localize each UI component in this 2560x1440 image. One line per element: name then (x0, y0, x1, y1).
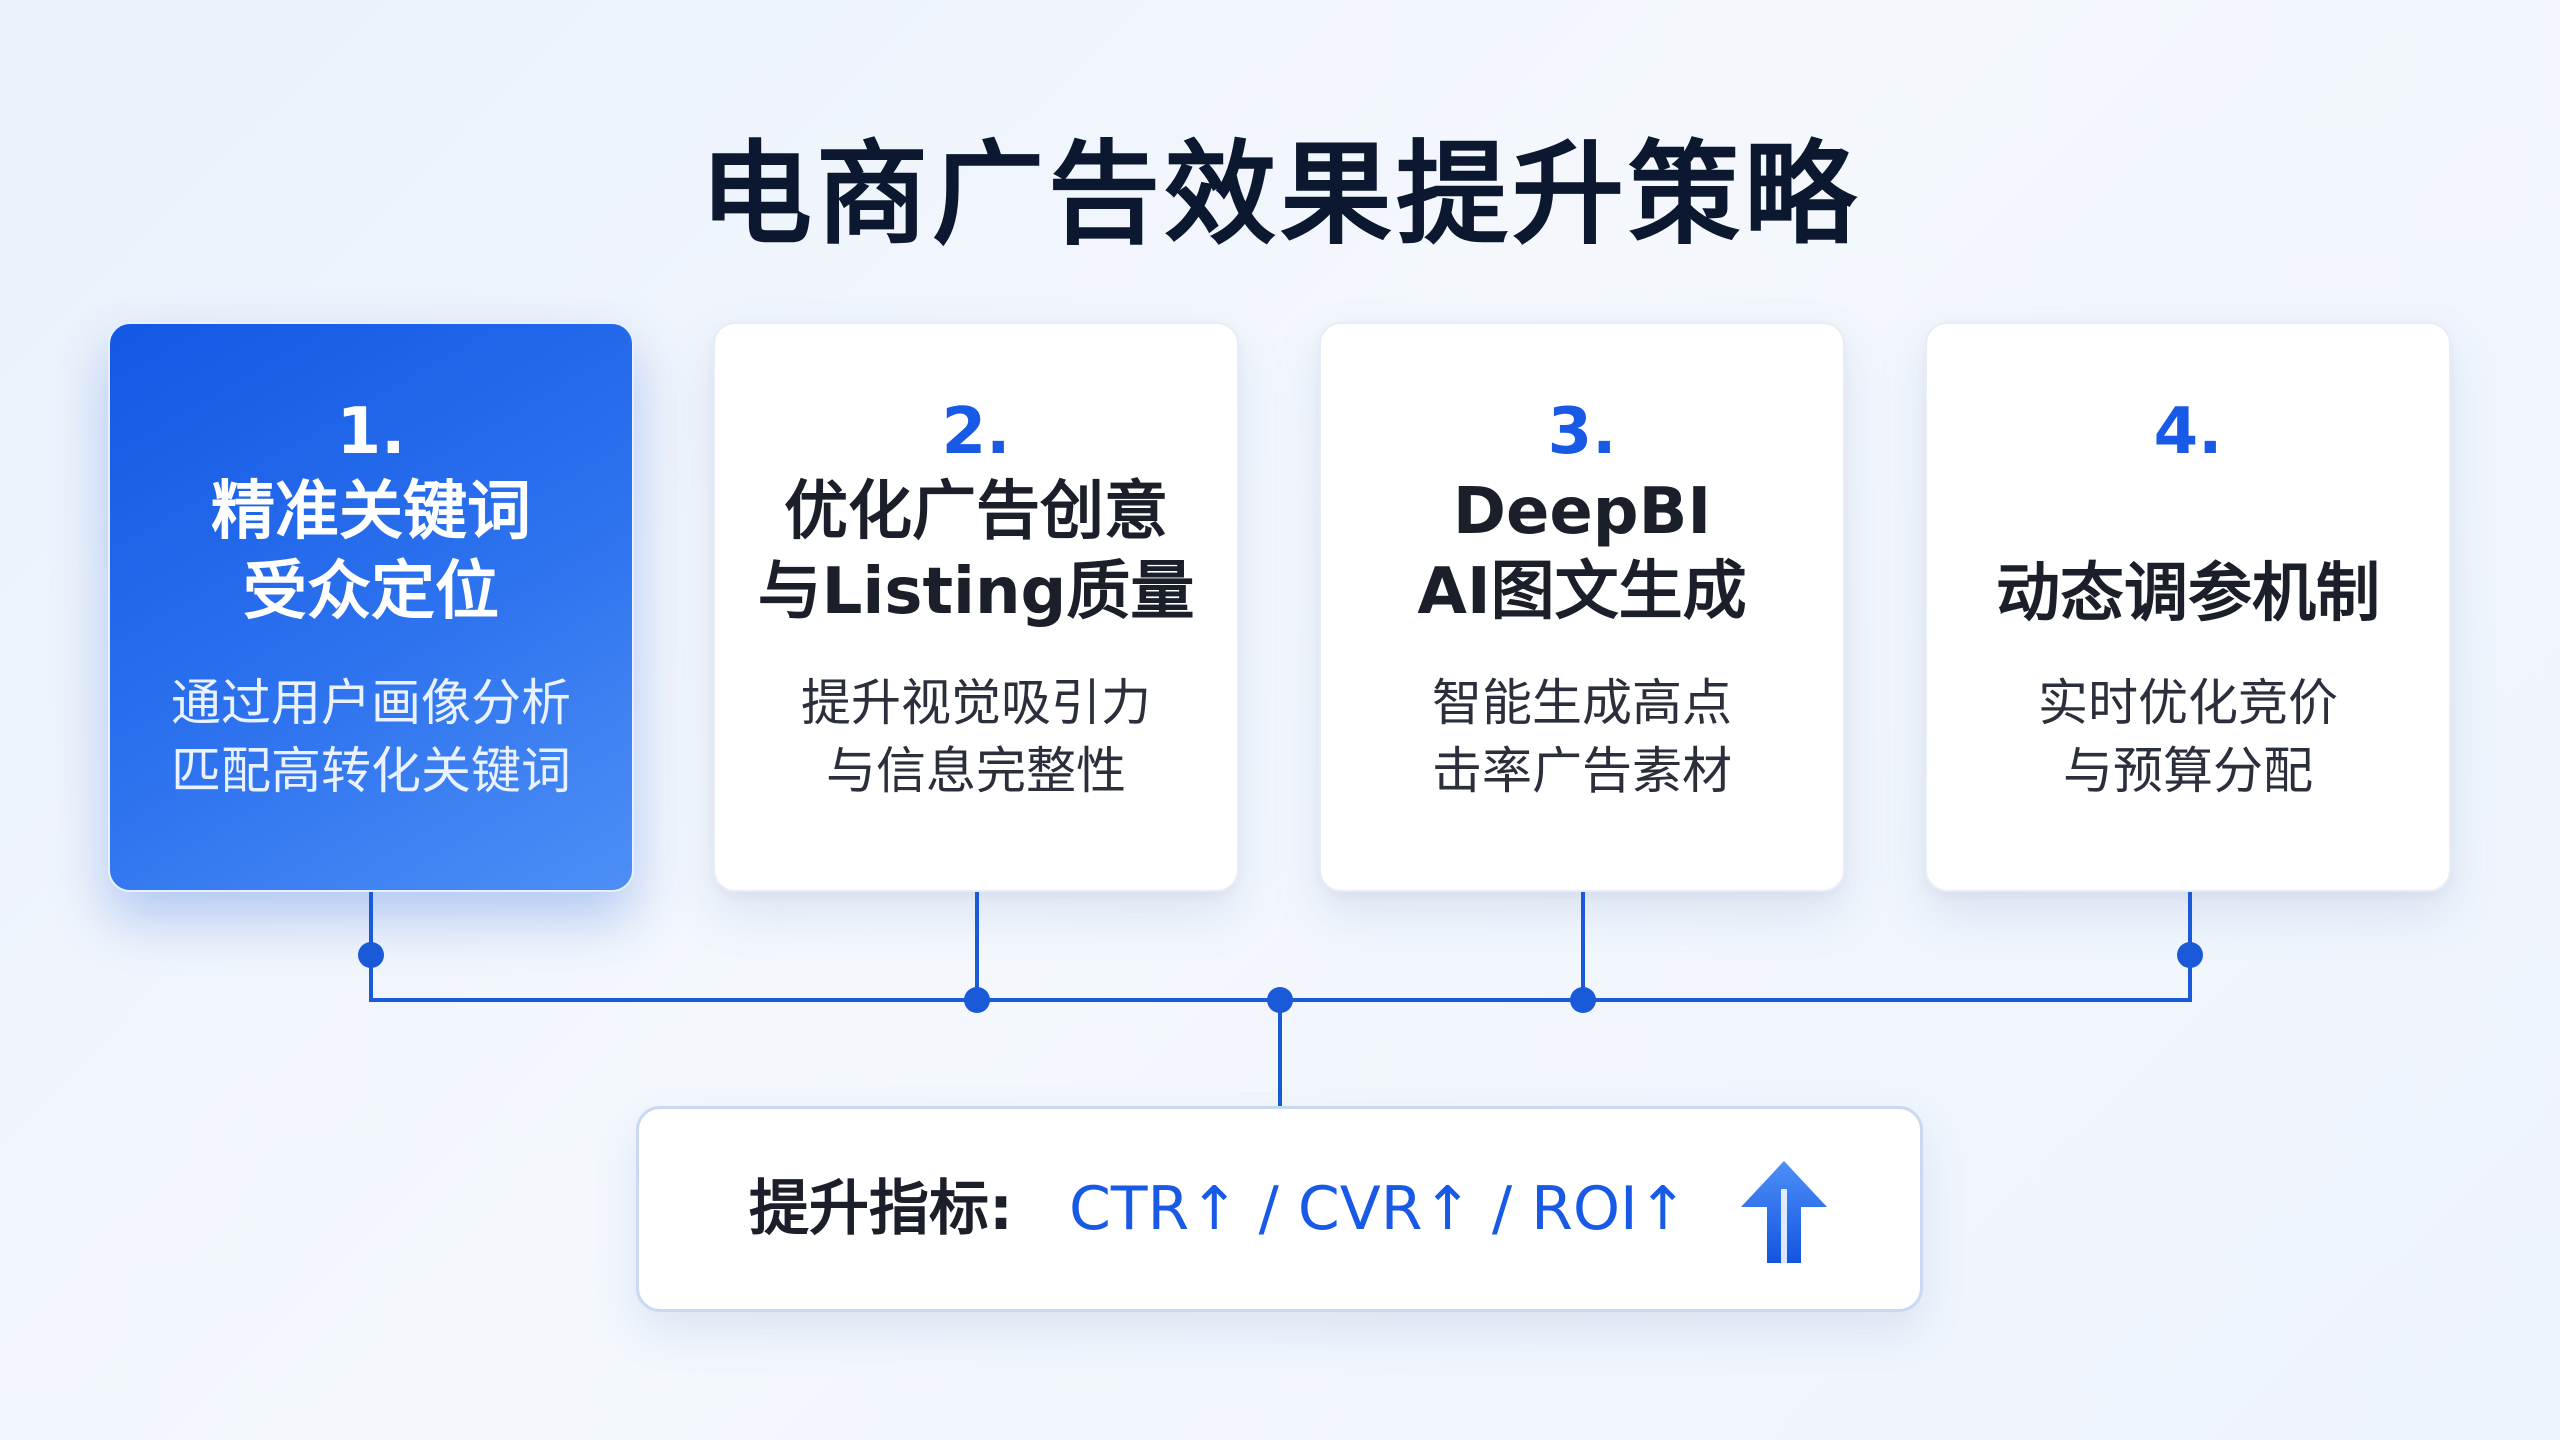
metrics-value: CTR↑ / CVR↑ / ROI↑ (1069, 1174, 1689, 1244)
step-heading: 精准关键词 受众定位 (110, 472, 632, 632)
step-heading: 动态调参机制 (1927, 554, 2449, 634)
strategy-card-2[interactable]: 2. 优化广告创意 与Listing质量 提升视觉吸引力 与信息完整性 (713, 322, 1239, 892)
step-heading-line: 优化广告创意 (784, 475, 1168, 549)
strategy-card-3[interactable]: 3. DeepBI AI图文生成 智能生成高点 击率广告素材 (1319, 322, 1845, 892)
connector-bus-line (369, 892, 2192, 1002)
step-heading-line: 精准关键词 (211, 475, 531, 549)
metrics-box: 提升指标: CTR↑ / CVR↑ / ROI↑ (636, 1106, 1923, 1312)
step-description: 智能生成高点 击率广告素材 (1321, 669, 1843, 805)
connector-node (1570, 987, 1596, 1013)
up-arrow-icon (1741, 1161, 1827, 1263)
step-number: 4. (2153, 395, 2223, 469)
step-heading-line: 与Listing质量 (757, 555, 1195, 629)
step-number: 1. (336, 395, 406, 469)
step-heading: 优化广告创意 与Listing质量 (715, 472, 1237, 632)
metrics-label: 提升指标: (749, 1174, 1013, 1244)
connector-node (2177, 942, 2203, 968)
step-description: 通过用户画像分析 匹配高转化关键词 (110, 669, 632, 805)
step-description-line: 通过用户画像分析 (171, 674, 571, 732)
step-description-line: 与信息完整性 (826, 742, 1126, 800)
step-description-line: 实时优化竞价 (2038, 674, 2338, 732)
connector-node (358, 942, 384, 968)
step-heading: DeepBI AI图文生成 (1321, 472, 1843, 632)
step-heading-line: AI图文生成 (1417, 555, 1747, 629)
step-description: 实时优化竞价 与预算分配 (1927, 669, 2449, 805)
step-description-line: 匹配高转化关键词 (171, 742, 571, 800)
step-number: 2. (941, 395, 1011, 469)
step-description-line: 提升视觉吸引力 (801, 674, 1151, 732)
step-description: 提升视觉吸引力 与信息完整性 (715, 669, 1237, 805)
step-description-line: 与预算分配 (2063, 742, 2313, 800)
step-heading-line: 受众定位 (243, 555, 499, 629)
step-description-line: 智能生成高点 (1432, 674, 1732, 732)
step-number: 3. (1547, 395, 1617, 469)
strategy-card-4[interactable]: 4. 动态调参机制 实时优化竞价 与预算分配 (1925, 322, 2451, 892)
page-title: 电商广告效果提升策略 (700, 130, 1860, 260)
step-description-line: 击率广告素材 (1432, 742, 1732, 800)
step-heading-line: DeepBI (1452, 475, 1712, 549)
connector-node (964, 987, 990, 1013)
strategy-card-1[interactable]: 1. 精准关键词 受众定位 通过用户画像分析 匹配高转化关键词 (108, 322, 634, 892)
step-heading-line: 动态调参机制 (1996, 557, 2380, 631)
connector-node (1267, 987, 1293, 1013)
